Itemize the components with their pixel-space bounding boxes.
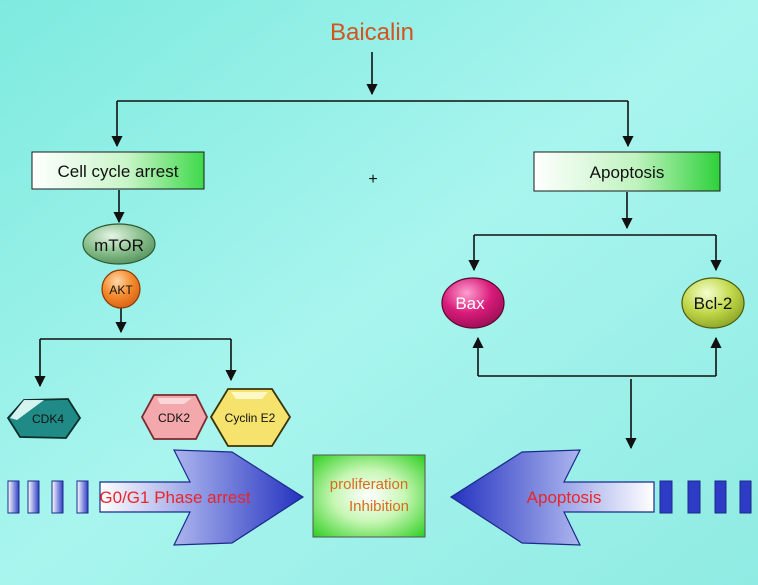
mtor-label: mTOR xyxy=(94,236,144,255)
cdk4-node: CDK4 xyxy=(6,398,82,439)
cell-cycle-arrest-box: Cell cycle arrest xyxy=(31,151,205,190)
cdk4-label: CDK4 xyxy=(32,412,64,426)
akt-label: AKT xyxy=(109,283,133,297)
apoptosis-box: Apoptosis xyxy=(533,151,721,192)
proliferation-inhibition-box: proliferation Inhibition xyxy=(312,454,426,538)
connector-lines xyxy=(34,52,722,450)
apoptosis-arrow-label: Apoptosis xyxy=(527,488,602,507)
akt-node: AKT xyxy=(101,269,141,309)
bcl2-node: Bcl-2 xyxy=(681,277,745,329)
inhibition-label: Inhibition xyxy=(349,498,409,515)
left-bars xyxy=(7,480,89,514)
g0-g1-phase-arrest-label: G0/G1 Phase arrest xyxy=(99,488,250,507)
cell-cycle-arrest-label: Cell cycle arrest xyxy=(58,162,179,181)
mtor-node: mTOR xyxy=(82,223,156,265)
bax-label: Bax xyxy=(455,294,485,313)
cyclin-e2-label: Cyclin E2 xyxy=(225,411,276,425)
left-big-arrow: G0/G1 Phase arrest xyxy=(99,449,305,546)
cyclin-e2-node: Cyclin E2 xyxy=(209,388,292,447)
proliferation-label: proliferation xyxy=(330,476,408,493)
apoptosis-label: Apoptosis xyxy=(590,163,665,182)
bcl2-label: Bcl-2 xyxy=(694,294,733,313)
right-big-arrow: Apoptosis xyxy=(449,449,655,546)
cdk2-label: CDK2 xyxy=(158,411,190,425)
plus-sign: + xyxy=(368,171,377,188)
right-bars xyxy=(659,480,752,514)
bax-node: Bax xyxy=(441,277,505,329)
title-baicalin: Baicalin xyxy=(330,19,414,46)
cdk2-node: CDK2 xyxy=(140,394,209,440)
